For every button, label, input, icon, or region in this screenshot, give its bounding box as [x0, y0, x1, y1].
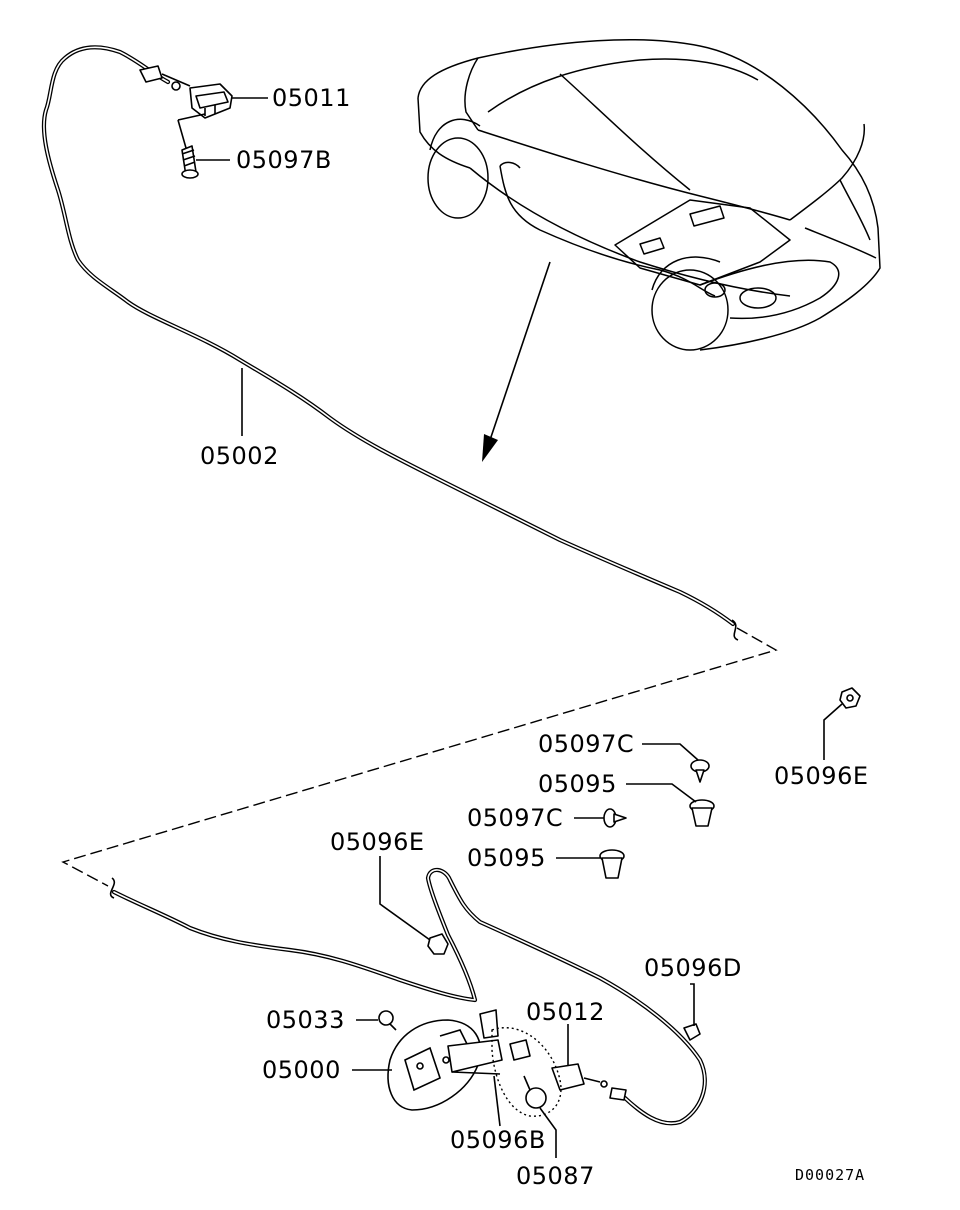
direction-arrow [482, 261, 551, 462]
release-handle-05011 [177, 83, 233, 121]
spring-05087 [509, 1039, 547, 1109]
callout-05096E-right: 05096E [774, 762, 869, 790]
screw-05097B [177, 119, 199, 179]
clip-05096E-right [839, 687, 861, 709]
leader-lines [196, 97, 843, 1158]
callout-05097C-upper: 05097C [538, 730, 634, 758]
bumper-05033 [378, 1010, 397, 1031]
callout-05095-upper: 05095 [538, 770, 617, 798]
detail-group-outline [491, 1027, 562, 1117]
callout-05087: 05087 [516, 1162, 595, 1190]
callout-05096E-left: 05096E [330, 828, 425, 856]
fuel-lid-05000 [387, 1009, 503, 1111]
opener-actuator-05012 [551, 1063, 627, 1101]
release-cable [41, 45, 736, 1126]
callout-05012: 05012 [526, 998, 605, 1026]
callout-05097B: 05097B [236, 146, 332, 174]
callout-05096D: 05096D [644, 954, 742, 982]
callout-05097C-lower: 05097C [467, 804, 563, 832]
callout-05002: 05002 [200, 442, 279, 470]
clip-05096D [683, 1023, 701, 1041]
clip-05096E-left [427, 933, 449, 955]
diagram-code: D00027A [795, 1166, 865, 1184]
screw-05097C-lower [603, 808, 627, 828]
callout-05096B: 05096B [450, 1126, 546, 1154]
callout-05000: 05000 [262, 1056, 341, 1084]
cable-break-connector [61, 619, 778, 899]
callout-05011: 05011 [272, 84, 351, 112]
screw-05097C-upper [690, 759, 710, 783]
plug-05095-lower [599, 849, 625, 879]
callout-05095-lower: 05095 [467, 844, 546, 872]
callout-05033: 05033 [266, 1006, 345, 1034]
cable-end-fitting-top [139, 65, 191, 91]
plug-05095-upper [689, 799, 715, 827]
vehicle-illustration [417, 39, 881, 351]
